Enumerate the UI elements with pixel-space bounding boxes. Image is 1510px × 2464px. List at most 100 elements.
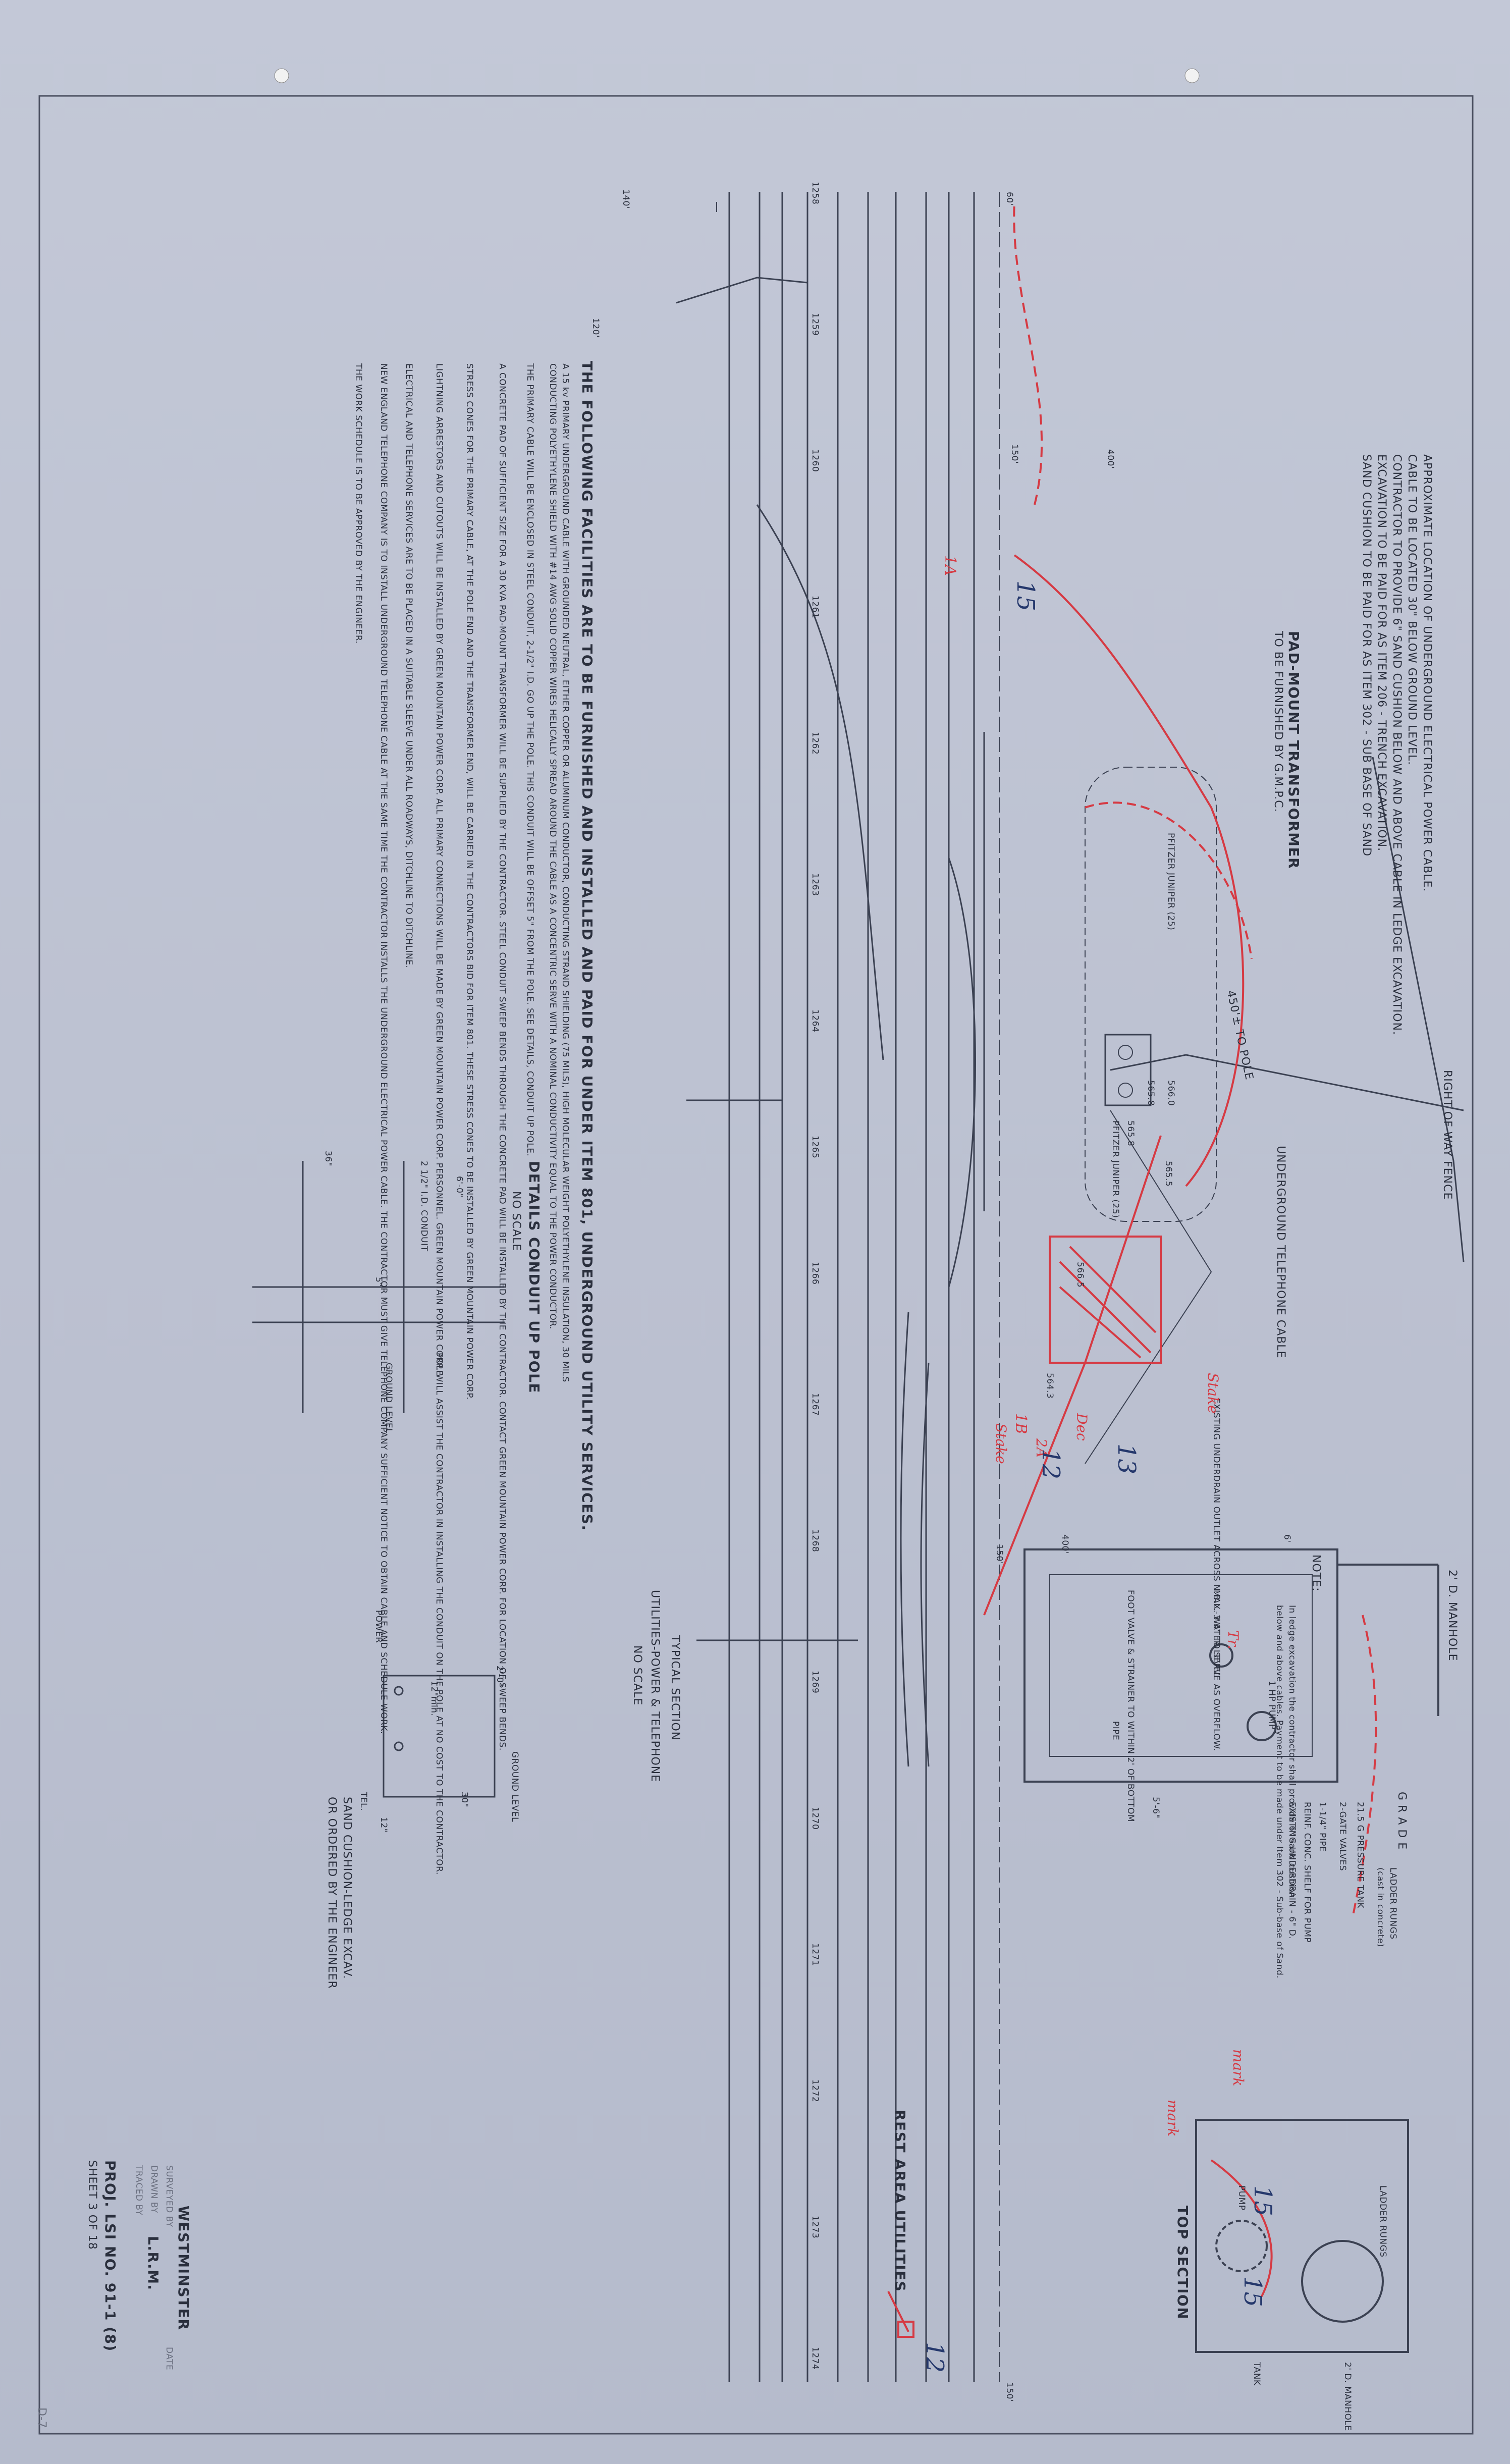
punch-hole-icon [274,68,289,83]
dim-150-c: 150' [1004,2382,1014,2402]
title-traced: TRACED BY [134,2165,144,2216]
title-drawn-value: L.R.M. [145,2236,161,2291]
ramp-curves [676,277,985,1767]
red-markup-6: Stake [1205,1373,1221,1414]
top-section [1195,2119,1409,2353]
elev-label: 565.8 [1125,1120,1136,1147]
dim-60: 60' [1004,192,1014,206]
dim-6-0: 6'-0" [454,1176,464,1198]
conduit-detail [252,1161,505,1413]
dim-150-a: 150' [994,1544,1004,1565]
existing-underdrain-label: EXISTING UNDERDRAIN OUTLET ACROSS N.B.L.… [1211,1398,1221,1751]
shelf-label: REINF. CONC. SHELF FOR PUMP [1302,1802,1312,1943]
pressure-tank-label: 21.5 G PRESSURE TANK [1355,1802,1365,1909]
power-label: POWER [373,1610,384,1643]
title-sheet: SHEET 3 OF 18 [86,2160,98,2250]
pipe-label: 1-1/4" PIPE [1317,1802,1327,1852]
note-4: A CONCRETE PAD OF SUFFICIENT SIZE FOR A … [497,363,507,1751]
title-page: D-7 [35,2407,48,2429]
conduit-label: 2 1/2" I.D. CONDUIT [419,1161,429,1252]
title-date: DATE [164,2347,174,2371]
red-markup [887,201,1377,2338]
punch-hole-icon [1184,68,1200,83]
elev-label: 565.5 [1163,1161,1173,1187]
highway-lanes [728,192,975,2382]
elev-label: 566.5 [1075,1262,1085,1288]
red-markup-5: Stake [993,1423,1009,1464]
note-8: NEW ENGLAND TELEPHONE COMPANY IS TO INST… [379,363,389,1735]
station-label: 1271 [810,1943,820,1966]
tel-label: TEL. [358,1792,368,1811]
note-2: CONDUCTING POLYETHYLENE SHIELD WITH #14 … [548,363,558,1329]
pole-label: POLE [434,1353,444,1376]
red-markup-8: mark [1230,2049,1247,2086]
elev-label: 566.0 [1166,1080,1176,1106]
top-section-title: TOP SECTION [1174,2206,1191,2320]
manhole-section [1023,1548,1439,1783]
telephone-cable-label: UNDERGROUND TELEPHONE CABLE [1274,1146,1287,1359]
dim-6: 6' [1282,1534,1292,1543]
gate-valves-label: 2-GATE VALVES [1337,1802,1347,1871]
details-conduit-title: DETAILS CONDUIT UP POLE [526,1161,543,1394]
no-scale-1: NO SCALE [631,1645,643,1706]
ladder-rungs-top-label: LADDER RUNGS [1378,2185,1388,2258]
cable-note-1: APPROXIMATE LOCATION OF UNDERGROUND ELEC… [1421,454,1433,892]
utility-trench-section [383,1675,496,1798]
note-text-2: below and above cables. Payment to be ma… [1274,1605,1284,1979]
dim-12min: 12"min. [429,1681,439,1717]
station-label: 1258 [810,182,820,205]
no-scale-2: NO SCALE [510,1191,522,1252]
sand-cushion-label: SAND CUSHION-LEDGE EXCAV. [341,1797,353,1979]
pump-label: PUMP [1236,2185,1247,2211]
tank-label: TANK [1252,2362,1262,2386]
cable-note-4: EXCAVATION TO BE PAID FOR AS ITEM 206 - … [1375,454,1388,852]
dim-150-b: 150' [1009,444,1019,464]
dim-400-top: 400' [1105,449,1115,469]
station-label: 1268 [810,1529,820,1552]
pad-mount-label-2: TO BE FURNISHED BY G.M.P.C. [1272,631,1284,813]
foot-valve-label: FOOT VALVE & STRAINER TO WITHIN 2' OF BO… [1125,1590,1136,1823]
note-6: LIGHTNING ARRESTORS AND CUTOUTS WILL BE … [434,363,444,1875]
manhole-2-label: 2' D. MANHOLE [1342,2362,1353,2431]
note-9: THE WORK SCHEDULE IS TO BE APPROVED BY T… [353,363,363,644]
title-drawn: DRAWN BY [149,2165,159,2213]
dim-2-0: 2'-0" [495,1666,505,1687]
pfitzer-label-2: PFITZER JUNIPER (25) [1110,1120,1120,1218]
title-surveyed: SURVEYED BY [164,2165,174,2227]
dim-5in: 5" [373,1277,384,1287]
station-label: 1263 [810,873,820,896]
blue-markup-6: 12 [921,2342,949,2373]
red-markup-9: mark [1164,2100,1181,2137]
note-3: THE PRIMARY CABLE WILL BE ENCLOSED IN ST… [525,363,535,1157]
cable-note-2: CABLE TO BE LOCATED 30" BELOW GROUND LEV… [1406,454,1418,766]
dim-140: 140' [621,189,631,209]
station-label: 1265 [810,1136,820,1159]
ladder-rungs-label: LADDER RUNGS [1388,1867,1398,1940]
station-label: 1273 [810,2216,820,2239]
typical-section-title: TYPICAL SECTION [669,1635,681,1741]
red-markup-2: 1B [1012,1413,1030,1434]
station-label: 1262 [810,732,820,755]
ordered-by-label: OR ORDERED BY THE ENGINEER [326,1797,338,1989]
cable-note-5: SAND CUSHION TO BE PAID FOR AS ITEM 302 … [1360,454,1373,857]
utilities-section-title: UTILITIES-POWER & TELEPHONE [649,1590,661,1783]
station-label: 1261 [810,596,820,619]
dim-36: 36" [323,1151,333,1166]
note-5: STRESS CONES FOR THE PRIMARY CABLE, AT T… [464,363,474,1400]
dim-5-6: 5'-6" [1151,1797,1161,1818]
fence-label: RIGHT OF WAY FENCE [1441,1070,1453,1200]
note-text-1: In ledge excavation the contractor shall… [1287,1605,1297,1898]
note-label: NOTE: [1310,1555,1322,1592]
dim-12: 12" [379,1817,389,1833]
note-1: A 15 kv PRIMARY UNDERGROUND CABLE WITH G… [560,363,570,1382]
pfitzer-label-1: PFITZER JUNIPER (25) [1166,833,1176,931]
station-label: 1259 [810,313,820,336]
elev-label: 564.3 [1045,1373,1055,1399]
manhole-label: 2' D. MANHOLE [1446,1570,1459,1662]
title-town: WESTMINSTER [175,2206,192,2331]
station-label: 1274 [810,2347,820,2370]
red-markup-1: 1A [941,555,959,576]
max-water-label: MAX. WATER LEVEL [1211,1590,1221,1678]
blue-markup-3: 12 [1037,1449,1065,1480]
